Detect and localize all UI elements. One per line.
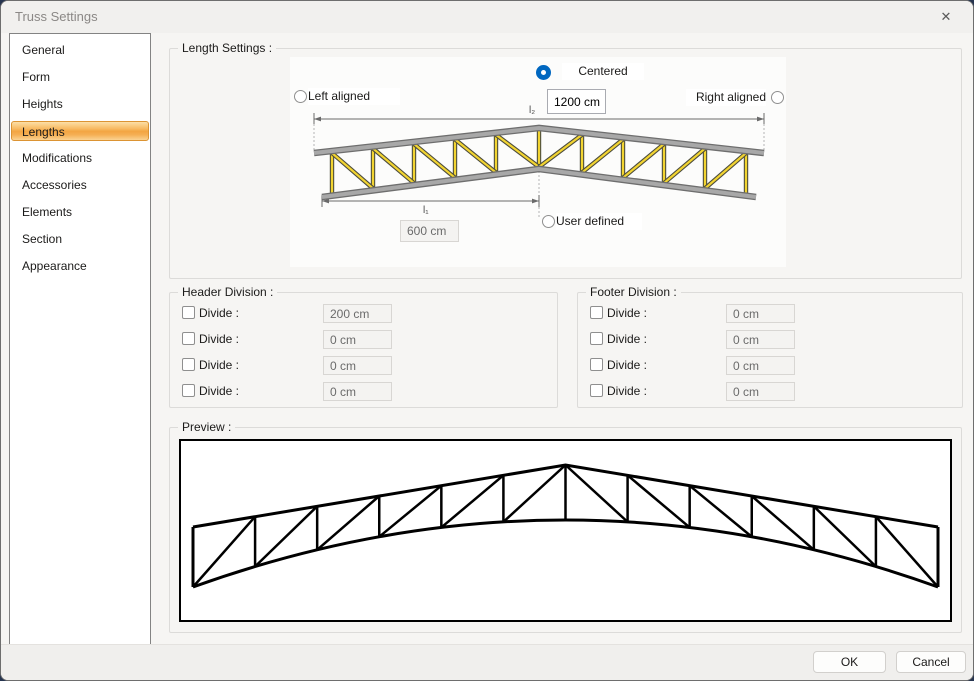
centered-radio-label[interactable]: Centered [562,63,644,80]
length-settings-illustration-panel: Centered Left aligned Right aligned l₂ l… [290,57,786,267]
preview-truss-drawing [181,441,950,620]
division-value-input[interactable] [323,356,392,375]
footer-division-group: Footer Division : Divide :Divide :Divide… [577,292,963,408]
left-aligned-radio[interactable] [294,90,307,103]
preview-canvas [179,439,952,622]
sidebar-item-appearance[interactable]: Appearance [11,256,149,276]
user-defined-radio[interactable] [542,215,555,228]
cancel-button[interactable]: Cancel [896,651,966,673]
length-settings-title: Length Settings : [178,41,276,55]
divide-checkbox[interactable] [182,332,195,345]
preview-title: Preview : [178,420,235,434]
length-settings-group: Length Settings : Centered Left aligned … [169,48,962,279]
sidebar-item-form[interactable]: Form [11,67,149,87]
sidebar-item-modifications[interactable]: Modifications [11,148,149,168]
dim-label-l2: l₂ [529,105,535,116]
divide-label: Divide : [607,332,647,346]
user-defined-radio-label[interactable]: User defined [556,213,642,230]
division-value-input[interactable] [323,304,392,323]
divide-checkbox[interactable] [182,358,195,371]
right-aligned-radio-label[interactable]: Right aligned [686,89,766,106]
divide-label: Divide : [607,358,647,372]
divide-checkbox[interactable] [590,306,603,319]
divide-label: Divide : [199,306,239,320]
sidebar-item-general[interactable]: General [11,40,149,60]
divide-checkbox[interactable] [182,306,195,319]
division-value-input[interactable] [726,304,795,323]
division-value-input[interactable] [323,382,392,401]
total-length-input[interactable] [547,89,606,114]
division-value-input[interactable] [726,330,795,349]
divide-label: Divide : [607,306,647,320]
sidebar: GeneralFormHeightsLengthsModificationsAc… [9,33,151,645]
divide-label: Divide : [199,358,239,372]
preview-group: Preview : [169,427,962,633]
division-value-input[interactable] [323,330,392,349]
window-title: Truss Settings [15,9,98,24]
right-aligned-radio[interactable] [771,91,784,104]
sidebar-item-accessories[interactable]: Accessories [11,175,149,195]
sidebar-item-lengths[interactable]: Lengths [11,121,149,141]
divide-checkbox[interactable] [590,358,603,371]
division-value-input[interactable] [726,356,795,375]
title-bar: Truss Settings ✕ [1,1,973,33]
dim-label-l1: l₁ [423,205,429,216]
ok-button[interactable]: OK [813,651,886,673]
half-length-input[interactable] [400,220,459,242]
sidebar-item-heights[interactable]: Heights [11,94,149,114]
divide-label: Divide : [199,332,239,346]
divide-checkbox[interactable] [182,384,195,397]
footer-division-title: Footer Division : [586,285,681,299]
divide-label: Divide : [199,384,239,398]
left-aligned-radio-label[interactable]: Left aligned [308,88,400,105]
divide-checkbox[interactable] [590,384,603,397]
division-value-input[interactable] [726,382,795,401]
divide-checkbox[interactable] [590,332,603,345]
close-icon[interactable]: ✕ [933,6,959,28]
divide-label: Divide : [607,384,647,398]
header-division-group: Header Division : Divide :Divide :Divide… [169,292,558,408]
header-division-title: Header Division : [178,285,277,299]
sidebar-item-section[interactable]: Section [11,229,149,249]
centered-radio[interactable] [536,65,551,80]
dialog-footer: OK Cancel [1,644,973,680]
sidebar-item-elements[interactable]: Elements [11,202,149,222]
